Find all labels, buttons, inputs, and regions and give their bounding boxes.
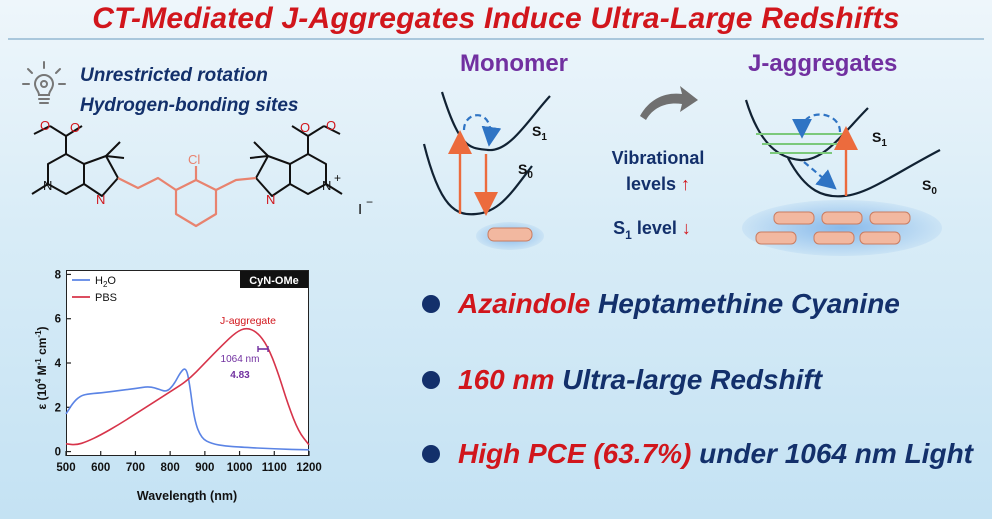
compound-tag-bg — [240, 271, 308, 288]
absorption-chart: 500 600 700 800 900 1000 1100 1200 0 2 4 6 8 Wavelen… — [34, 269, 322, 503]
label-monomer: Monomer — [460, 50, 568, 77]
compound-tag: CyN-OMe — [249, 275, 299, 287]
atom-n-right-pyridine: N — [322, 178, 331, 193]
annotation-wavelength: 1064 nm — [221, 354, 260, 365]
chart-ylabel: ε (104 M-1 cm-1) — [34, 326, 49, 409]
x-tick-label: 900 — [195, 462, 214, 474]
page-title: CT-Mediated J-Aggregates Induce Ultra-La… — [92, 2, 900, 35]
bullet-pce-highlight: High PCE (63.7%) — [458, 438, 692, 469]
y-tick-label: 2 — [55, 402, 61, 414]
y-tick-label: 8 — [55, 269, 62, 281]
atom-o-left-1: O — [70, 120, 80, 135]
feature-hydrogen-bonding: Hydrogen-bonding sites — [80, 95, 299, 116]
aggregate-s1-label: S1 — [872, 129, 887, 149]
molecule-structure: O O O O N N N N + Cl I − — [31, 118, 373, 228]
atom-o-right-1: O — [300, 120, 310, 135]
x-tick-label: 500 — [56, 462, 75, 474]
annotation-j-aggregate: J-aggregate — [220, 315, 276, 327]
aggregate-s0-label: S0 — [922, 177, 937, 197]
vibrational-label: Vibrational — [612, 148, 705, 168]
chart-xlabel: Wavelength (nm) — [137, 489, 237, 503]
feature-unrestricted-rotation: Unrestricted rotation — [80, 65, 268, 86]
series-line-pbs — [65, 327, 310, 446]
lightbulb-gear-icon — [22, 61, 66, 104]
bullet-dot — [422, 371, 440, 389]
monomer-s0-label: S0 — [518, 161, 533, 181]
atom-plus: + — [334, 171, 341, 185]
x-tick-label: 1100 — [262, 462, 287, 474]
x-tick-label: 600 — [91, 462, 110, 474]
atom-o-left-2: O — [40, 118, 50, 133]
y-tick-label: 0 — [55, 447, 61, 459]
bullet-azaindole-highlight: Azaindole — [458, 288, 591, 319]
bullet-redshift-text: Ultra-large Redshift — [562, 364, 823, 395]
bullet-redshift: 160 nm Ultra-large Redshift — [422, 360, 822, 400]
bullet-dot — [422, 295, 440, 313]
aggregate-nonrad-arrow — [803, 161, 837, 190]
monomer-s1-label: S1 — [532, 123, 547, 143]
atom-n-left-pyridine: N — [43, 178, 52, 193]
y-tick-label: 4 — [55, 358, 62, 370]
x-tick-label: 1200 — [296, 462, 322, 474]
label-j-aggregates: J-aggregates — [748, 50, 898, 77]
aggregate-s1-curve — [744, 99, 869, 162]
series-line-h2o — [65, 368, 310, 451]
bullet-pce-text: under 1064 nm Light — [699, 438, 973, 469]
atom-n-right-indole: N — [266, 192, 275, 207]
monomer-disc — [487, 227, 533, 242]
transition-arrow-icon — [640, 86, 698, 120]
bullet-azaindole-text: Heptamethine Cyanine — [598, 288, 900, 319]
bullet-pce: High PCE (63.7%) under 1064 nm Light — [422, 434, 973, 474]
chart-series — [65, 327, 310, 451]
atom-o-right-2: O — [326, 118, 336, 133]
monomer-relaxation-arrow — [462, 114, 502, 147]
chart-plot-area — [66, 270, 309, 456]
bullet-redshift-highlight: 160 nm — [458, 364, 555, 395]
annotation-value: 4.83 — [230, 370, 250, 381]
counter-ion: I — [358, 201, 362, 218]
counter-ion-charge: − — [366, 195, 373, 209]
levels-label: levels ↑ — [626, 174, 690, 194]
aggregate-discs — [742, 200, 942, 256]
chart-ticks: 500 600 700 800 900 1000 1100 1200 0 2 4 6 8 — [55, 269, 322, 474]
y-tick-label: 6 — [55, 314, 61, 326]
x-tick-label: 800 — [161, 462, 180, 474]
monomer-s1-curve — [440, 91, 551, 152]
x-tick-label: 1000 — [227, 462, 253, 474]
legend-pbs-label: PBS — [95, 292, 117, 304]
title-divider — [8, 38, 984, 40]
aggregate-s0-curve — [787, 149, 941, 198]
monomer-s0-curve — [422, 143, 533, 216]
aggregate-relaxation-arrow — [792, 113, 842, 139]
bullet-azaindole: Azaindole Heptamethine Cyanine — [422, 284, 900, 324]
atom-n-left-indole: N — [96, 192, 105, 207]
energy-diagrams: S1 S0 Vibrational levels ↑ S1 level ↓ S1… — [422, 86, 942, 256]
atom-cl: Cl — [188, 152, 200, 167]
x-tick-label: 700 — [126, 462, 145, 474]
s1-level-label: S1 level ↓ — [613, 218, 691, 242]
bullet-dot — [422, 445, 440, 463]
legend-h2o-label: H2O — [95, 275, 116, 289]
